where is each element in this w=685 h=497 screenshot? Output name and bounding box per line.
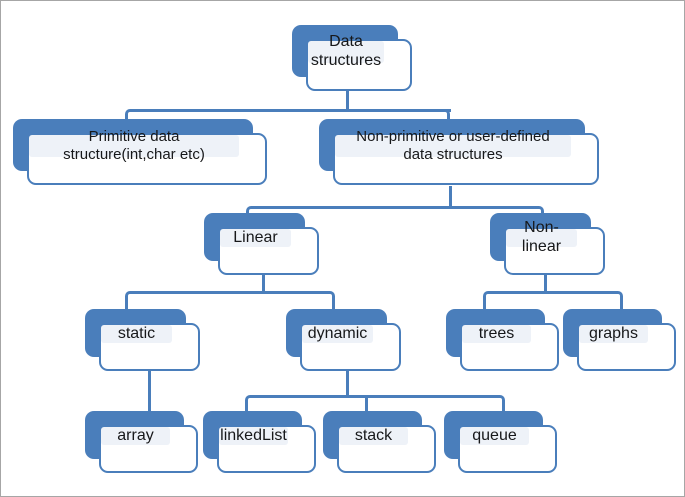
node-panel: queue [460,427,529,445]
node-panel: static [101,325,172,343]
node-panel: linkedList [219,427,288,445]
node-label-non-linear: Non-linear [521,219,562,255]
connector-elbow-linear-right [317,291,335,313]
node-panel: Linear [220,229,291,247]
node-label-linear: Linear [233,228,278,246]
connector-bus-level2 [262,206,527,209]
node-label-trees: trees [478,324,515,342]
connector-bus-linear [141,291,321,294]
node-non-primitive-data-structures[interactable]: Non-primitive or user-defined data struc… [319,119,599,185]
node-panel: Non-linear [506,219,577,255]
connector-elbow-dynamic-left [245,395,263,415]
node-linkedlist[interactable]: linkedList [203,411,316,473]
node-label-dynamic: dynamic [307,324,368,342]
connector-bus-dynamic [261,395,488,398]
node-queue[interactable]: queue [444,411,557,473]
node-label-stack: stack [354,426,393,444]
node-label-graphs: graphs [589,324,638,342]
node-primitive-data-structure[interactable]: Primitive data structure(int,char etc) [13,119,267,185]
connector-root-down [346,89,349,111]
node-label-queue: queue [472,426,517,444]
node-label-static: static [117,324,156,342]
node-stack[interactable]: stack [323,411,436,473]
connector-dynamic-stack [365,395,368,415]
node-dynamic[interactable]: dynamic [286,309,401,371]
connector-bus-nonlinear [499,291,606,294]
node-panel: graphs [579,325,648,343]
connector-elbow-linear-left [125,291,143,313]
node-non-linear[interactable]: Non-linear [490,213,605,275]
node-linear[interactable]: Linear [204,213,319,275]
connector-elbow-nonlinear-left [483,291,501,313]
node-panel: dynamic [302,325,373,343]
node-panel: trees [462,325,531,343]
node-panel: Primitive data structure(int,char etc) [29,128,239,163]
node-panel: stack [339,427,408,445]
connector-bus-level1 [141,109,451,112]
node-label-primitive-data-structure: Primitive data structure(int,char etc) [63,128,205,163]
connector-nonlinear-down [544,273,547,293]
node-array[interactable]: array [85,411,198,473]
connector-dynamic-down [346,369,349,397]
node-label-data-structures: Data structures [310,33,382,69]
node-panel: Data structures [308,33,384,69]
connector-linear-down [262,273,265,293]
node-data-structures[interactable]: Data structures [292,25,412,91]
node-label-non-primitive-data-structures: Non-primitive or user-defined data struc… [356,128,550,163]
node-label-linkedlist: linkedList [220,426,287,444]
node-label-array: array [117,426,154,444]
node-graphs[interactable]: graphs [563,309,676,371]
connector-elbow-dynamic-right [487,395,505,415]
node-panel: Non-primitive or user-defined data struc… [335,128,571,163]
connector-elbow-nonlinear-right [605,291,623,313]
node-static[interactable]: static [85,309,200,371]
node-panel: array [101,427,170,445]
connector-static-array [148,369,151,413]
connector-nonprimitive-down [449,186,452,208]
node-trees[interactable]: trees [446,309,559,371]
